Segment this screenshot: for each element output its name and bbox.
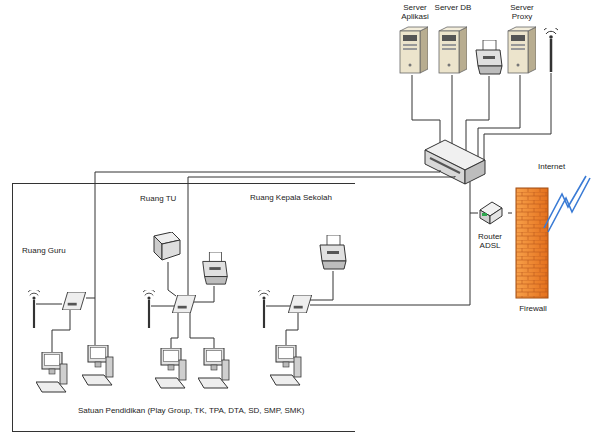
printer-icon xyxy=(476,40,502,74)
printer-icon xyxy=(203,252,228,284)
room-label: Ruang Guru xyxy=(22,246,66,255)
antenna-icon xyxy=(28,289,40,328)
node-label: Router ADSL xyxy=(472,232,508,250)
device-node: Server Aplikasi xyxy=(394,3,436,21)
server-icon xyxy=(508,27,536,73)
antenna-icon xyxy=(544,27,558,72)
room-label: Ruang TU xyxy=(140,194,176,203)
pc-icon xyxy=(198,348,229,388)
printer-icon xyxy=(320,235,346,269)
node-label: Server DB xyxy=(434,3,472,12)
pc-icon xyxy=(155,348,186,388)
switch-icon xyxy=(172,295,195,313)
antenna-icon xyxy=(143,289,155,328)
device-node: Server DB xyxy=(434,3,472,12)
server-icon xyxy=(400,27,428,73)
pc-icon xyxy=(36,352,67,392)
lan-wire xyxy=(86,170,478,345)
router-icon xyxy=(480,202,502,224)
pc-icon xyxy=(270,345,301,385)
lan-wire xyxy=(266,271,333,345)
lan-wire xyxy=(36,304,70,352)
room-label: Ruang Kepala Sekolah xyxy=(250,193,332,202)
network-link xyxy=(508,213,512,214)
device-node: Firewall xyxy=(512,186,554,313)
pc-icon xyxy=(82,345,113,385)
region-box: Satuan Pendidikan (Play Group, TK, TPA, … xyxy=(12,183,355,432)
switch-icon xyxy=(62,292,85,310)
lan-wire xyxy=(151,262,214,348)
node-label: Firewall xyxy=(512,304,554,313)
device-node: Router ADSL xyxy=(472,198,508,250)
switch-icon xyxy=(288,295,311,313)
scanner-icon xyxy=(154,232,180,260)
server-icon xyxy=(439,27,467,73)
network-label: Internet xyxy=(538,162,565,171)
node-label: Server Aplikasi xyxy=(394,3,436,21)
internet-link xyxy=(544,176,590,232)
device-node: Server Proxy xyxy=(502,3,542,21)
firewall-wall xyxy=(516,188,548,298)
antenna-icon xyxy=(258,289,270,328)
node-label: Satuan Pendidikan (Play Group, TK, TPA, … xyxy=(78,406,355,415)
node-label: Server Proxy xyxy=(502,3,542,21)
